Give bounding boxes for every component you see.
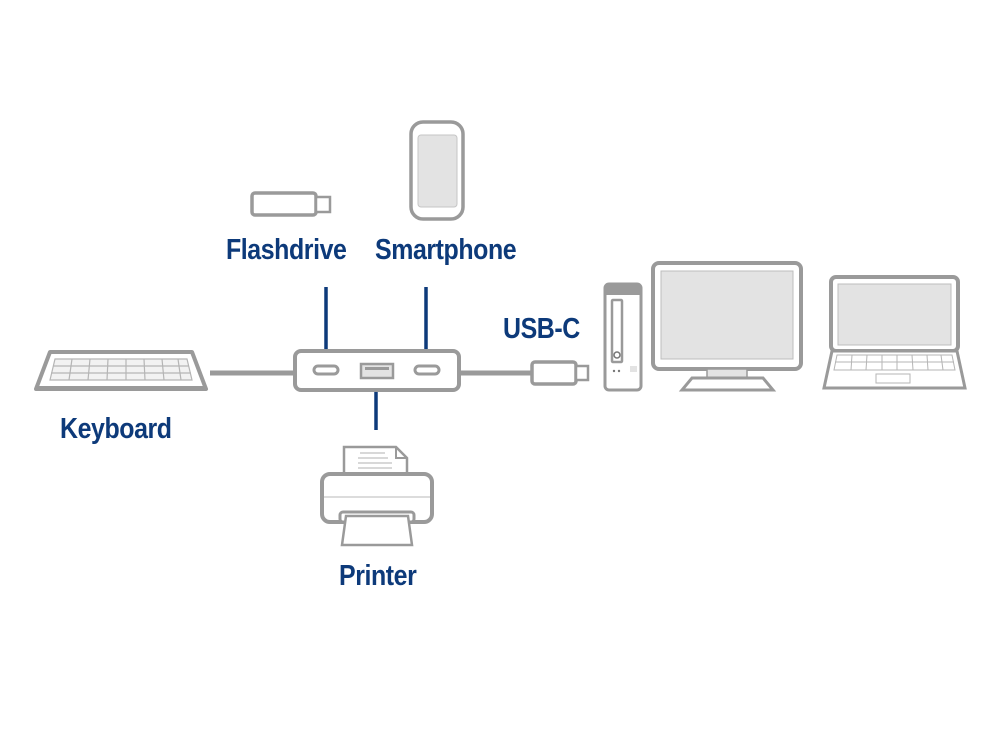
pc-tower-icon — [603, 282, 643, 392]
keyboard-label: Keyboard — [60, 413, 172, 445]
printer-label: Printer — [339, 560, 417, 592]
flashdrive-icon — [250, 191, 332, 217]
smartphone-icon — [409, 120, 465, 221]
usb-c-port-right — [413, 364, 441, 376]
usb-a-port — [359, 362, 395, 380]
usb-c-label: USB-C — [503, 313, 580, 345]
usb-c-port-left — [312, 364, 340, 376]
smartphone-label: Smartphone — [375, 234, 517, 266]
printer-icon — [320, 445, 434, 547]
usb-c-plug-icon — [530, 360, 590, 386]
keyboard-icon — [34, 350, 208, 391]
monitor-icon — [651, 261, 803, 392]
laptop-icon — [822, 275, 967, 390]
usb-hub-icon — [293, 349, 461, 392]
flashdrive-label: Flashdrive — [226, 234, 347, 266]
